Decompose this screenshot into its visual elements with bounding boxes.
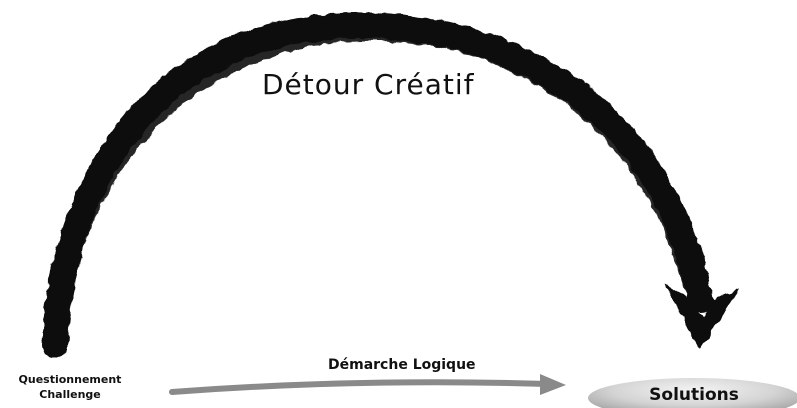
- creative-arc-stroke: [42, 12, 713, 358]
- creative-arrowhead: [665, 285, 740, 350]
- logic-arrow-shaft: [169, 379, 551, 395]
- solutions-label: Solutions: [649, 385, 739, 405]
- start-label-line1: Questionnement: [18, 373, 122, 386]
- solutions-ellipse: [588, 378, 797, 408]
- creative-detour-label: Détour Créatif: [262, 68, 475, 101]
- start-label-line2: Challenge: [39, 388, 101, 401]
- logic-path-label: Démarche Logique: [328, 357, 476, 373]
- logic-arrowhead: [540, 374, 566, 395]
- logic-arrow: [169, 374, 566, 395]
- start-label: Questionnement Challenge: [6, 372, 134, 402]
- creative-arc-stroke-texture: [56, 29, 696, 326]
- creative-detour-arrow: [42, 12, 740, 358]
